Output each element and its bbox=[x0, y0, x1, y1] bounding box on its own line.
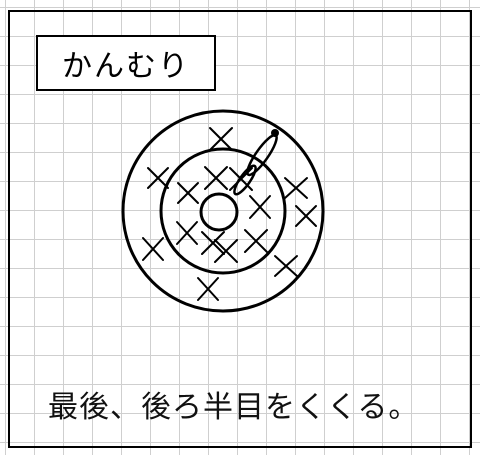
stitch-marks bbox=[142, 127, 317, 301]
join-loops bbox=[233, 133, 278, 196]
stitch-x-mark bbox=[244, 229, 268, 253]
stitch-x-mark bbox=[214, 239, 238, 263]
end-dot-icon bbox=[271, 129, 279, 137]
stitch-x-mark bbox=[284, 177, 308, 199]
page-frame bbox=[8, 10, 472, 448]
stitch-x-mark bbox=[142, 237, 164, 261]
stitch-x-mark bbox=[249, 195, 271, 219]
stitch-x-mark bbox=[295, 205, 317, 227]
outer-ring bbox=[121, 109, 325, 313]
stitch-x-mark bbox=[176, 221, 198, 245]
stitch-x-mark bbox=[147, 167, 169, 189]
stitch-x-mark bbox=[177, 182, 199, 204]
instruction-caption: 最後、後ろ半目をくくる。 bbox=[48, 390, 420, 425]
stitch-x-mark bbox=[209, 127, 233, 151]
stitch-x-mark bbox=[201, 231, 225, 255]
stitch-x-mark bbox=[197, 277, 219, 301]
stitch-x-mark bbox=[274, 255, 298, 277]
middle-ring bbox=[159, 147, 287, 275]
center-ring bbox=[199, 192, 239, 232]
title-text: かんむり bbox=[62, 49, 190, 84]
stitch-x-mark bbox=[204, 166, 228, 190]
title-box: かんむり bbox=[36, 35, 216, 91]
join-loop-lower bbox=[233, 164, 257, 196]
